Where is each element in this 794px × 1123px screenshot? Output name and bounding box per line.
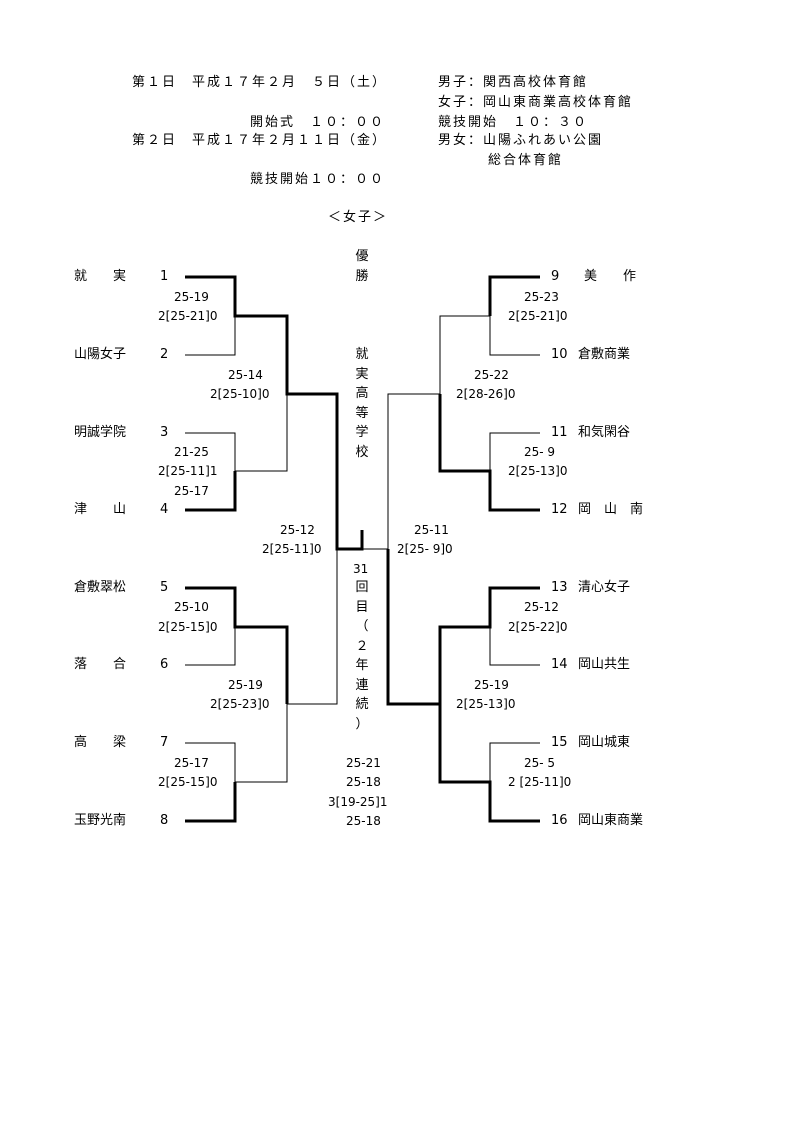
- team-seed: 10: [551, 347, 568, 362]
- match-score: 25- 9: [524, 445, 556, 459]
- team-seed: 5: [160, 580, 169, 595]
- day2-start: 競技開始１０：００: [250, 172, 386, 187]
- day1-opening: 開始式 １０：００: [250, 115, 386, 130]
- match-score: 2[25-10]0: [210, 387, 270, 401]
- day2-venue-line2: 総合体育館: [488, 153, 564, 168]
- team-seed: 8: [160, 813, 169, 828]
- match-score: 25-17: [174, 484, 209, 498]
- match-score: 25-12: [280, 523, 315, 537]
- match-score: 25-11: [414, 523, 449, 537]
- team-seed: 7: [160, 735, 169, 750]
- champion-label: 優 勝: [355, 249, 369, 284]
- final-score: 25-18: [346, 775, 381, 789]
- match-score: 25-19: [174, 290, 209, 304]
- champion-name: 就 実 高 等 学 校: [352, 345, 372, 462]
- match-score: 25-14: [228, 368, 263, 382]
- team-name: 山陽女子: [74, 347, 127, 362]
- team-seed: 6: [160, 657, 169, 672]
- team-name: 岡 山 南: [578, 502, 644, 517]
- team-seed: 1: [160, 269, 169, 284]
- team-seed: 4: [160, 502, 169, 517]
- team-name: 岡山共生: [578, 657, 631, 672]
- final-score: 25-21: [346, 756, 381, 770]
- match-score: 2[25-15]0: [158, 620, 218, 634]
- match-score: 2[25-11]0: [262, 542, 322, 556]
- match-score: 25-19: [474, 678, 509, 692]
- edition-text: 回 目 （ ２ 年 連 続 ）: [352, 578, 372, 734]
- team-seed: 13: [551, 580, 568, 595]
- match-score: 25-12: [524, 600, 559, 614]
- match-score: 2[25-13]0: [508, 464, 568, 478]
- team-name: 就 実: [74, 269, 127, 284]
- team-name: 津 山: [74, 502, 127, 517]
- match-score: 2[25-15]0: [158, 775, 218, 789]
- match-score: 25-19: [228, 678, 263, 692]
- final-score: 3[19-25]1: [328, 795, 388, 809]
- day1-start: 競技開始 １０：３０: [438, 115, 589, 130]
- day1-date: 第１日 平成１７年２月 ５日（土）: [132, 75, 388, 90]
- team-name: 落 合: [74, 657, 127, 672]
- team-name: 倉敷商業: [578, 347, 631, 362]
- final-score: 25-18: [346, 814, 381, 828]
- match-score: 25-10: [174, 600, 209, 614]
- section-title: ＜女子＞: [328, 210, 389, 225]
- team-name: 岡山城東: [578, 735, 631, 750]
- match-score: 2[25-13]0: [456, 697, 516, 711]
- day1-women-venue: 女子：岡山東商業高校体育館: [438, 95, 634, 110]
- match-score: 2[28-26]0: [456, 387, 516, 401]
- team-seed: 3: [160, 425, 169, 440]
- match-score: 2[25-21]0: [158, 309, 218, 323]
- match-score: 2[25-23]0: [210, 697, 270, 711]
- match-score: 2[25-21]0: [508, 309, 568, 323]
- team-seed: 16: [551, 813, 568, 828]
- team-name: 玉野光南: [74, 813, 127, 828]
- match-score: 25- 5: [524, 756, 556, 770]
- team-name: 岡山東商業: [578, 813, 644, 828]
- team-name: 清心女子: [578, 580, 631, 595]
- match-score: 2 [25-11]0: [508, 775, 572, 789]
- team-seed: 12: [551, 502, 568, 517]
- day2-date: 第２日 平成１７年２月１１日（金）: [132, 133, 388, 148]
- team-seed: 14: [551, 657, 568, 672]
- match-score: 21-25: [174, 445, 209, 459]
- team-seed: 2: [160, 347, 169, 362]
- team-seed: 9: [551, 269, 560, 284]
- match-score: 2[25-11]1: [158, 464, 218, 478]
- edition-number: 31: [353, 562, 369, 576]
- team-seed: 11: [551, 425, 568, 440]
- team-seed: 15: [551, 735, 568, 750]
- day2-venue: 男女：山陽ふれあい公園: [438, 133, 604, 148]
- day1-men-venue: 男子：関西高校体育館: [438, 75, 589, 90]
- team-name: 明誠学院: [74, 425, 127, 440]
- match-score: 25-22: [474, 368, 509, 382]
- team-name: 美 作: [584, 269, 637, 284]
- team-name: 倉敷翠松: [74, 580, 127, 595]
- match-score: 2[25-22]0: [508, 620, 568, 634]
- match-score: 25-17: [174, 756, 209, 770]
- match-score: 25-23: [524, 290, 559, 304]
- team-name: 和気閑谷: [578, 425, 631, 440]
- team-name: 高 梁: [74, 735, 127, 750]
- match-score: 2[25- 9]0: [397, 542, 453, 556]
